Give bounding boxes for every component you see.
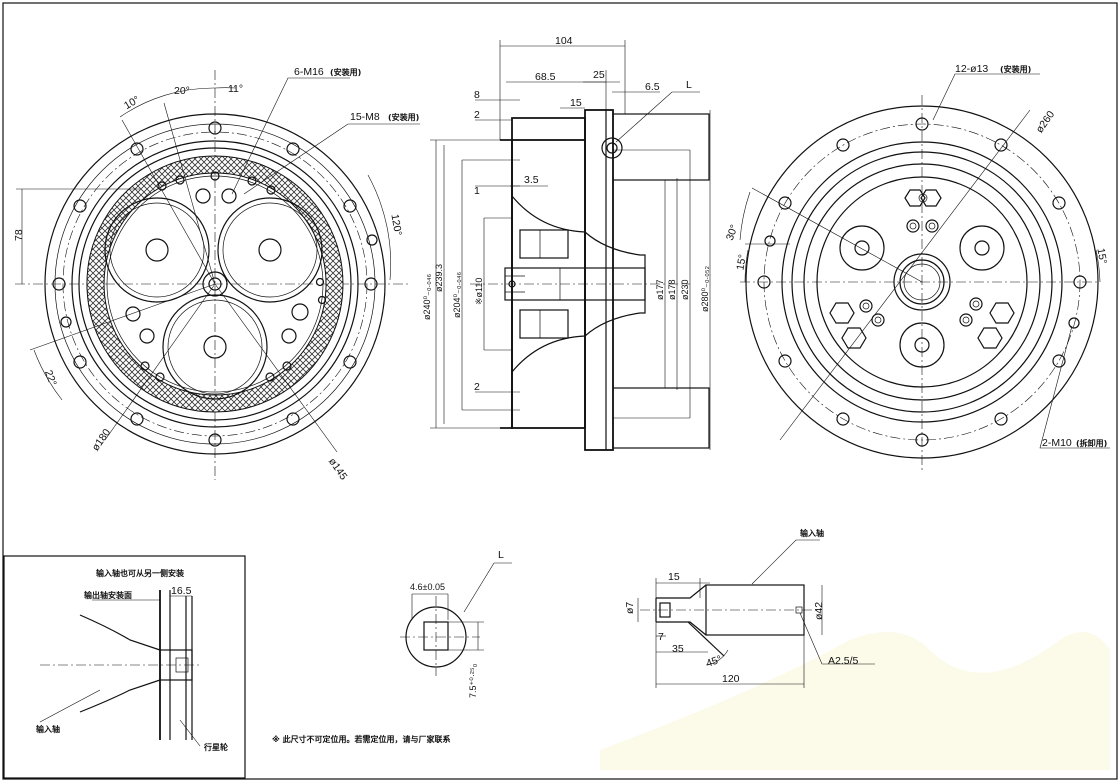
dim-68-5: 68.5 — [535, 71, 556, 83]
threaded-holes — [125, 171, 327, 382]
detail-L — [400, 562, 512, 676]
shaft-dim-7-dia: ø7 — [624, 602, 636, 614]
shaft-label: 输入轴 — [800, 528, 824, 538]
inset-shaft-label: 输入轴 — [36, 724, 60, 734]
dia-239-3: ø239.3 — [434, 264, 444, 292]
dia-178: ø178 — [667, 279, 677, 300]
dia-204: ø204⁰₋₀.₀₄₆ — [452, 271, 462, 318]
shaft-dim-42: ø42 — [813, 602, 825, 620]
dia-110: ※ø110 — [474, 278, 484, 305]
inset-face-label: 输出轴安装面 — [84, 590, 132, 600]
dim-8: 8 — [474, 89, 480, 101]
inset-drawing — [39, 590, 201, 747]
dim-1: 1 — [474, 185, 480, 197]
rear-holes-label: 12-ø13 — [955, 63, 988, 75]
angle-22: 22° — [42, 369, 59, 388]
planet-gears — [104, 197, 323, 400]
section-view — [430, 40, 711, 451]
inset-title: 输入轴也可从另一侧安装 — [96, 568, 184, 578]
front-threads-label: 15-M8 — [350, 111, 380, 123]
rear-threads-note: (拆卸用) — [1076, 438, 1107, 448]
section-L-label: L — [686, 79, 692, 91]
shaft-dim-35: 35 — [672, 643, 684, 655]
dim-2-top: 2 — [474, 109, 480, 121]
angle-30: 30° — [724, 223, 741, 242]
footnote: ※ 此尺寸不可定位用。若需定位用，请与厂家联系 — [272, 734, 451, 744]
angle-11: 11° — [228, 83, 243, 95]
shaft-dim-7: 7 — [658, 631, 664, 643]
dim-104: 104 — [555, 35, 573, 47]
front-threads-note: (安装用) — [388, 112, 419, 122]
rear-view — [739, 73, 1110, 470]
dim-78: 78 — [13, 229, 25, 241]
detail-L-width: 4.6±0.05 — [410, 582, 445, 592]
shaft-center-hole: A2.5/5 — [828, 655, 859, 667]
angle-20: 20° — [174, 85, 190, 97]
angle-120: 120° — [388, 213, 404, 236]
angle-15-left: 15° — [734, 253, 749, 271]
angle-10: 10° — [122, 94, 142, 112]
front-holes-label: 6-M16 — [294, 66, 324, 78]
inset-box — [3, 555, 246, 779]
dim-2-bottom: 2 — [474, 381, 480, 393]
detail-L-label: L — [498, 549, 504, 561]
front-view — [15, 70, 420, 480]
inset-carrier-label: 行星轮 — [203, 742, 228, 752]
rear-threads-label: 2-M10 — [1042, 437, 1072, 449]
dim-3-5: 3.5 — [524, 174, 539, 186]
watermark — [600, 632, 1110, 770]
input-shaft — [637, 539, 875, 688]
shaft-dim-120: 120 — [722, 673, 740, 685]
dia-230: ø230 — [680, 279, 690, 300]
dim-6-5: 6.5 — [645, 81, 660, 93]
dia-260: ø260 — [1034, 109, 1058, 136]
dia-177: ø177 — [655, 279, 665, 300]
rear-bolt-holes — [757, 117, 1087, 447]
shaft-dim-45: 45° — [705, 653, 724, 670]
front-holes-note: (安装用) — [330, 67, 361, 77]
shaft-dim-15: 15 — [668, 571, 680, 583]
dim-25: 25 — [593, 69, 605, 81]
outer-bolt-holes — [52, 121, 378, 447]
dia-180: ø180 — [90, 427, 114, 454]
dia-240: ø240⁰₋₀.₀₄₆ — [422, 273, 432, 320]
rear-holes-note: (安装用) — [1000, 64, 1031, 74]
dim-15: 15 — [570, 97, 582, 109]
dia-280: ø280⁰₋₀.₀₅₂ — [700, 266, 710, 312]
detail-L-depth: 7.5⁺⁰·²⁵₀ — [468, 663, 478, 698]
angle-15-right: 15° — [1094, 247, 1109, 265]
inset-dim-16-5: 16.5 — [171, 585, 192, 597]
dia-145: ø145 — [326, 456, 350, 483]
